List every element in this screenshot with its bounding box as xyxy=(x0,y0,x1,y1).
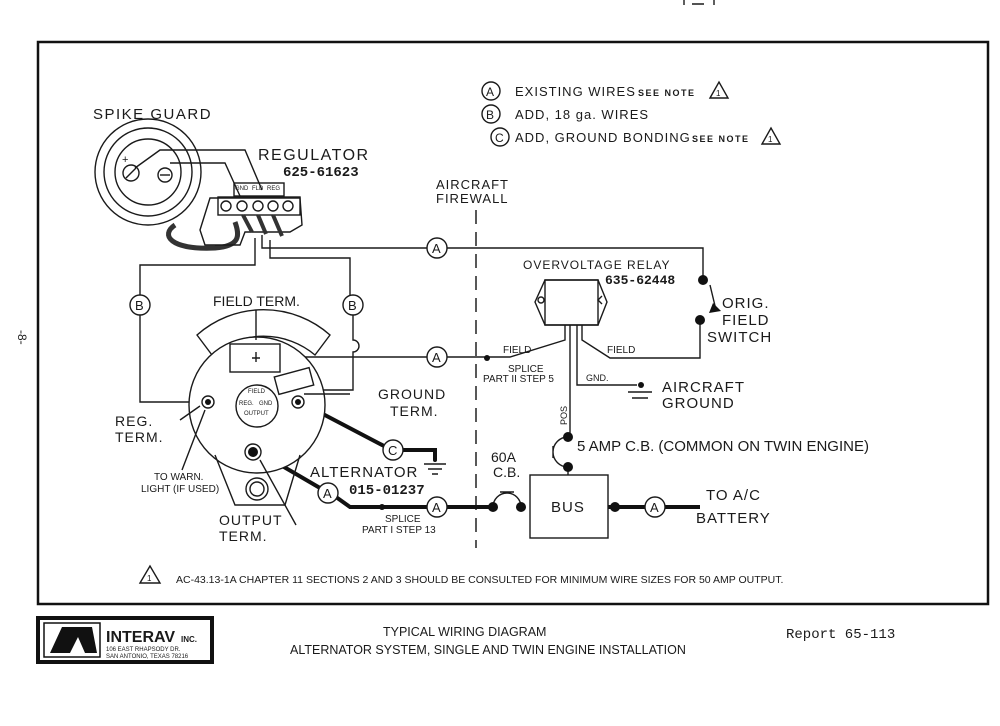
svg-text:C: C xyxy=(388,443,397,458)
warn-light-label: LIGHT (IF USED) xyxy=(141,484,219,495)
svg-text:A: A xyxy=(432,500,441,515)
gnd-label: GND. xyxy=(586,373,609,383)
svg-text:B: B xyxy=(486,108,494,122)
spike-guard-label: SPIKE GUARD xyxy=(93,106,212,123)
overvoltage-relay xyxy=(534,279,608,326)
battery-label: TO A/C xyxy=(706,487,761,504)
svg-text:INTERAV: INTERAV xyxy=(106,629,175,646)
aircraft-ground-label: AIRCRAFT xyxy=(662,379,745,396)
svg-text:A: A xyxy=(650,500,659,515)
splice-label: PART II STEP 5 xyxy=(483,374,554,385)
interav-logo: INTERAV INC. 106 EAST RHAPSODY DR. SAN A… xyxy=(36,616,214,664)
footer-title: TYPICAL WIRING DIAGRAM xyxy=(383,625,546,639)
connection-dots xyxy=(379,275,708,512)
svg-text:FIELD: FIELD xyxy=(248,389,266,395)
cb60-label: 60A xyxy=(491,449,517,465)
warn-light-label: TO WARN. xyxy=(154,472,203,483)
svg-text:REG.: REG. xyxy=(239,401,254,407)
splice-label: PART I STEP 13 xyxy=(362,525,436,536)
orig-switch-label: FIELD xyxy=(722,312,770,329)
alternator-part-number: 015-01237 xyxy=(349,483,425,499)
pos-label: POS xyxy=(559,406,569,425)
svg-text:OUTPUT: OUTPUT xyxy=(244,411,269,417)
regulator-part-number: 625-61623 xyxy=(283,165,359,181)
svg-text:+: + xyxy=(122,154,128,166)
bus-label: BUS xyxy=(551,499,585,516)
note-text: AC-43.13-1A CHAPTER 11 SECTIONS 2 AND 3 … xyxy=(176,574,783,586)
page-marker: -8- xyxy=(15,330,29,345)
alternator: FIELD REG. GND OUTPUT xyxy=(179,308,350,526)
svg-text:SEE NOTE: SEE NOTE xyxy=(638,88,696,98)
report-number: Report 65-113 xyxy=(786,627,895,643)
firewall-label: FIREWALL xyxy=(436,191,509,206)
svg-text:REG: REG xyxy=(267,186,280,192)
regulator-terminal-block: GND FLD REG xyxy=(199,182,303,246)
svg-text:A: A xyxy=(432,350,441,365)
spike-guard: + xyxy=(94,118,263,251)
battery-label: BATTERY xyxy=(696,510,771,527)
cb60-label: C.B. xyxy=(493,464,520,480)
footer-subtitle: ALTERNATOR SYSTEM, SINGLE AND TWIN ENGIN… xyxy=(290,643,686,657)
note-triangle-icon xyxy=(138,564,162,584)
note-triangle-icon xyxy=(760,126,782,145)
relay-part-number: 635-62448 xyxy=(605,273,675,288)
orig-switch-label: ORIG. xyxy=(722,295,770,312)
orig-switch-label: SWITCH xyxy=(707,329,772,346)
svg-text:FLD: FLD xyxy=(252,186,264,192)
output-term-label: OUTPUT xyxy=(219,512,283,528)
bus-box xyxy=(529,474,609,539)
ground-term-label: GROUND xyxy=(378,386,446,402)
legend: A EXISTING WIRES SEE NOTE 1 B ADD, 18 ga… xyxy=(481,80,782,147)
svg-text:GND: GND xyxy=(259,401,273,407)
wire-markers: A A A A A B B C xyxy=(129,237,666,518)
scan-mark xyxy=(683,0,715,5)
note-triangle-icon xyxy=(708,80,730,99)
svg-text:B: B xyxy=(348,298,357,313)
alternator-label: ALTERNATOR xyxy=(310,464,418,481)
field-lead-label: FIELD xyxy=(607,345,635,356)
svg-text:INC.: INC. xyxy=(181,635,197,644)
svg-text:ADD, 18 ga. WIRES: ADD, 18 ga. WIRES xyxy=(515,107,649,122)
svg-text:EXISTING WIRES: EXISTING WIRES xyxy=(515,84,636,99)
svg-text:A: A xyxy=(323,486,332,501)
field-lead-label: FIELD xyxy=(503,345,531,356)
svg-text:1: 1 xyxy=(768,135,773,144)
relay-label: OVERVOLTAGE RELAY xyxy=(523,258,671,272)
aircraft-ground-label: GROUND xyxy=(662,395,735,412)
diagram-frame xyxy=(36,40,990,606)
wires xyxy=(139,235,721,509)
svg-text:C: C xyxy=(495,131,504,145)
cb5-label: 5 AMP C.B. (COMMON ON TWIN ENGINE) xyxy=(577,438,869,455)
svg-text:SAN ANTONIO, TEXAS 78216: SAN ANTONIO, TEXAS 78216 xyxy=(106,654,189,660)
svg-text:B: B xyxy=(135,298,144,313)
svg-text:A: A xyxy=(486,85,494,99)
output-term-label: TERM. xyxy=(219,528,268,544)
svg-text:1: 1 xyxy=(716,89,721,98)
svg-text:ADD, GROUND BONDING: ADD, GROUND BONDING xyxy=(515,130,691,145)
reg-term-label: TERM. xyxy=(115,429,164,445)
svg-text:GND: GND xyxy=(235,186,249,192)
svg-text:106 EAST RHAPSODY DR.: 106 EAST RHAPSODY DR. xyxy=(106,647,181,653)
reg-term-label: REG. xyxy=(115,413,153,429)
firewall-label: AIRCRAFT xyxy=(436,177,509,192)
svg-text:A: A xyxy=(432,241,441,256)
note-ref: 1 xyxy=(147,574,152,583)
splice-label: SPLICE xyxy=(385,514,421,525)
splice-label: SPLICE xyxy=(508,364,544,375)
ground-term-label: TERM. xyxy=(390,403,439,419)
regulator-label: REGULATOR xyxy=(258,147,370,164)
field-term-label: FIELD TERM. xyxy=(213,293,300,309)
svg-text:SEE NOTE: SEE NOTE xyxy=(692,134,750,144)
ground-symbol-icon xyxy=(424,391,652,475)
